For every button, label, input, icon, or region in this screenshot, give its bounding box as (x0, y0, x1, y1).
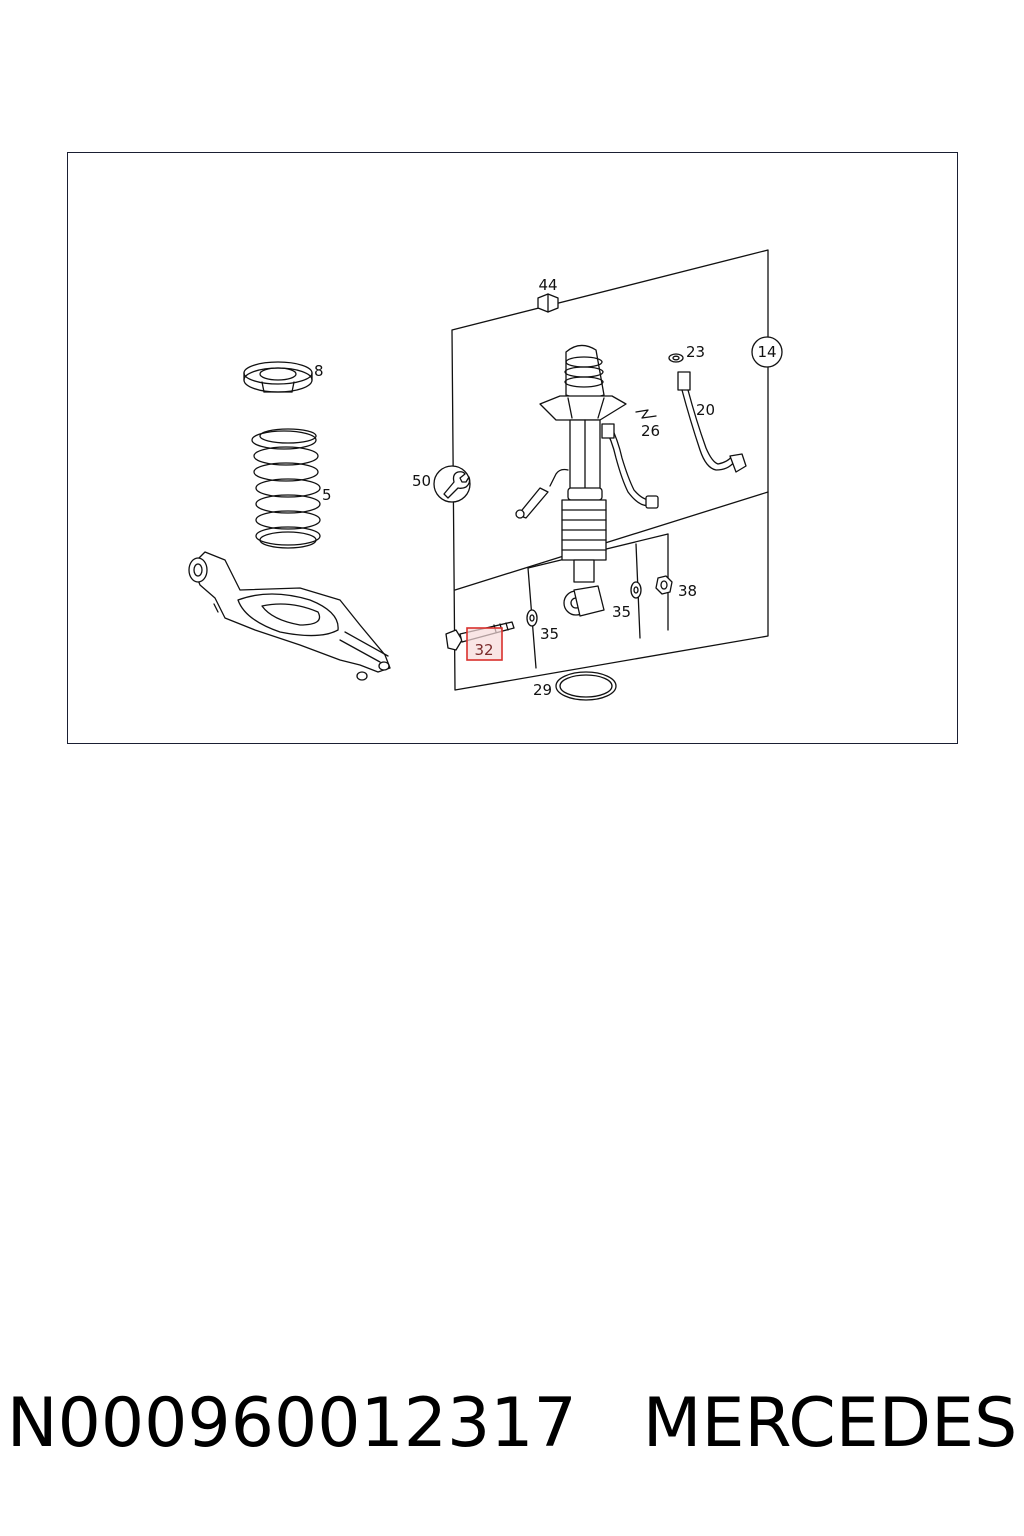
highlight-box (466, 627, 503, 661)
o-ring-part (555, 671, 617, 701)
top-nut-part (537, 293, 559, 313)
footer-caption: N000960012317 MERCEDES (0, 1378, 1024, 1468)
seal-ring-part (668, 353, 684, 363)
washer-part (526, 581, 642, 627)
label-5: 5 (322, 486, 332, 504)
parts-diagram: 44 14 23 8 20 26 5 50 38 35 35 32 29 (188, 249, 783, 701)
air-line-part (677, 371, 747, 473)
spring-seat-part (243, 361, 313, 393)
diagram-frame (67, 152, 958, 744)
part-number: N000960012317 (6, 1383, 577, 1463)
label-14: 14 (757, 343, 776, 361)
label-29: 29 (533, 681, 552, 699)
label-35-left: 35 (540, 625, 559, 643)
label-44: 44 (538, 276, 557, 294)
strut-assembly-part (515, 344, 659, 617)
label-32: 32 (474, 641, 493, 659)
control-arm-part (188, 551, 391, 681)
assembly-panel (451, 249, 769, 691)
callout-14 (751, 336, 783, 368)
wrench-icon (433, 465, 471, 503)
clip-part (635, 409, 657, 419)
lower-nut-part (655, 575, 673, 595)
label-8: 8 (314, 362, 324, 380)
label-23: 23 (686, 343, 705, 361)
coil-spring-part (251, 428, 321, 549)
label-50: 50 (412, 472, 431, 490)
brand-name: MERCEDES (642, 1383, 1018, 1463)
label-35-right: 35 (612, 603, 631, 621)
label-38: 38 (678, 582, 697, 600)
label-26: 26 (641, 422, 660, 440)
label-20: 20 (696, 401, 715, 419)
